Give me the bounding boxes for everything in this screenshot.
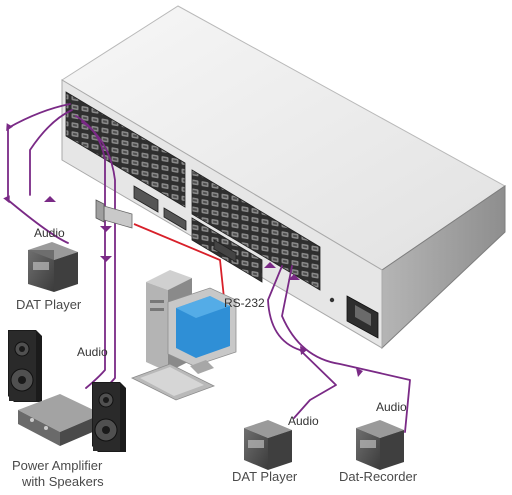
dat-player-bottom-label: DAT Player: [232, 469, 298, 484]
speaker-icon: [8, 330, 42, 402]
power-amplifier-sublabel: with Speakers: [22, 474, 104, 489]
dat-player-icon: [244, 420, 292, 470]
audio-label-dat-recorder: Audio: [376, 400, 407, 414]
matrix-switcher-icon: [61, 5, 506, 350]
dat-player-left-label: DAT Player: [16, 297, 82, 312]
dat-recorder-label: Dat-Recorder: [339, 469, 418, 484]
db9-connector-icon: [133, 185, 159, 213]
power-amplifier-label: Power Amplifier: [12, 458, 103, 473]
power-amplifier-icon: [18, 394, 102, 446]
audio-label-dat-player-left: Audio: [34, 226, 65, 240]
audio-cable-dat-player-bottom: [267, 265, 337, 419]
dat-player-icon: [28, 242, 78, 292]
rs232-label: RS-232: [224, 296, 265, 310]
audio-cable-dat-recorder: [281, 265, 411, 433]
audio-cable-arrows: [44, 196, 363, 377]
audio-cable-dat-player-left-2: [29, 109, 73, 196]
computer-icon: [130, 270, 237, 401]
power-inlet-icon: [346, 295, 379, 339]
dat-recorder-icon: [356, 420, 404, 470]
speaker-icon: [92, 382, 126, 452]
audio-cable-dat-player-left: [3, 103, 71, 244]
audio-label-dat-player-bottom: Audio: [288, 414, 319, 428]
audio-label-amplifier: Audio: [77, 345, 108, 359]
